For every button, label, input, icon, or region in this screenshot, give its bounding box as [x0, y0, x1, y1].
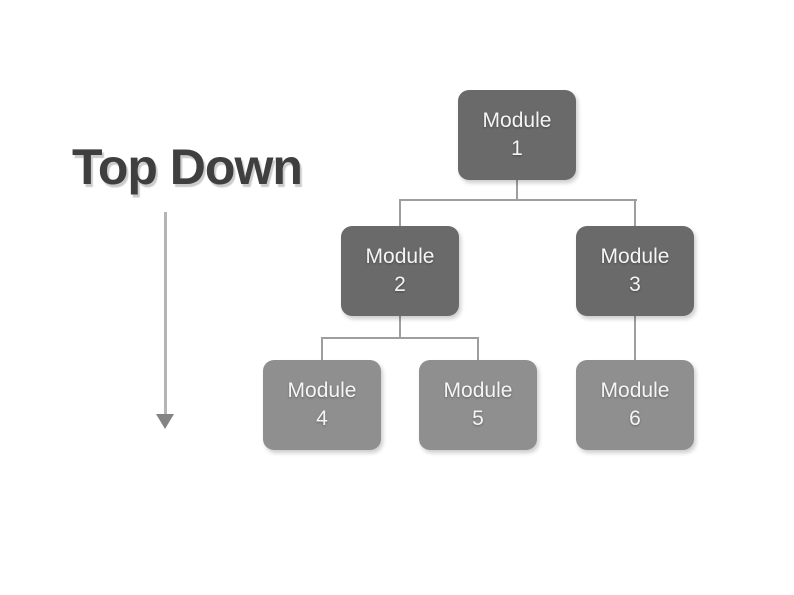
tree-node-module-6: Module 6 — [576, 360, 694, 450]
diagram-title: Top Down — [72, 139, 303, 195]
connector-module2-stem — [399, 316, 401, 339]
connector-to-module6 — [634, 316, 636, 360]
tree-node-module-5: Module 5 — [419, 360, 537, 450]
node-label: Module — [600, 379, 670, 402]
node-label: Module — [600, 245, 670, 268]
tree-node-module-3: Module 3 — [576, 226, 694, 316]
node-label: Module — [287, 379, 357, 402]
tree-node-module-1: Module 1 — [458, 90, 576, 180]
tree-node-module-4: Module 4 — [263, 360, 381, 450]
node-number: 6 — [629, 407, 641, 430]
connector-to-module3 — [634, 199, 636, 226]
node-number: 3 — [629, 273, 641, 296]
down-arrow-head-icon — [156, 414, 174, 429]
connector-to-module2 — [399, 199, 401, 226]
connector-module1-crossbar — [399, 199, 637, 201]
node-label: Module — [443, 379, 513, 402]
node-number: 4 — [316, 407, 328, 430]
connector-module1-stem — [516, 180, 518, 201]
connector-to-module5 — [477, 337, 479, 360]
down-arrow-icon — [164, 212, 167, 414]
connector-module2-crossbar — [321, 337, 479, 339]
node-label: Module — [482, 109, 552, 132]
tree-node-module-2: Module 2 — [341, 226, 459, 316]
node-number: 1 — [511, 137, 523, 160]
node-number: 2 — [394, 273, 406, 296]
connector-to-module4 — [321, 337, 323, 360]
node-label: Module — [365, 245, 435, 268]
node-number: 5 — [472, 407, 484, 430]
